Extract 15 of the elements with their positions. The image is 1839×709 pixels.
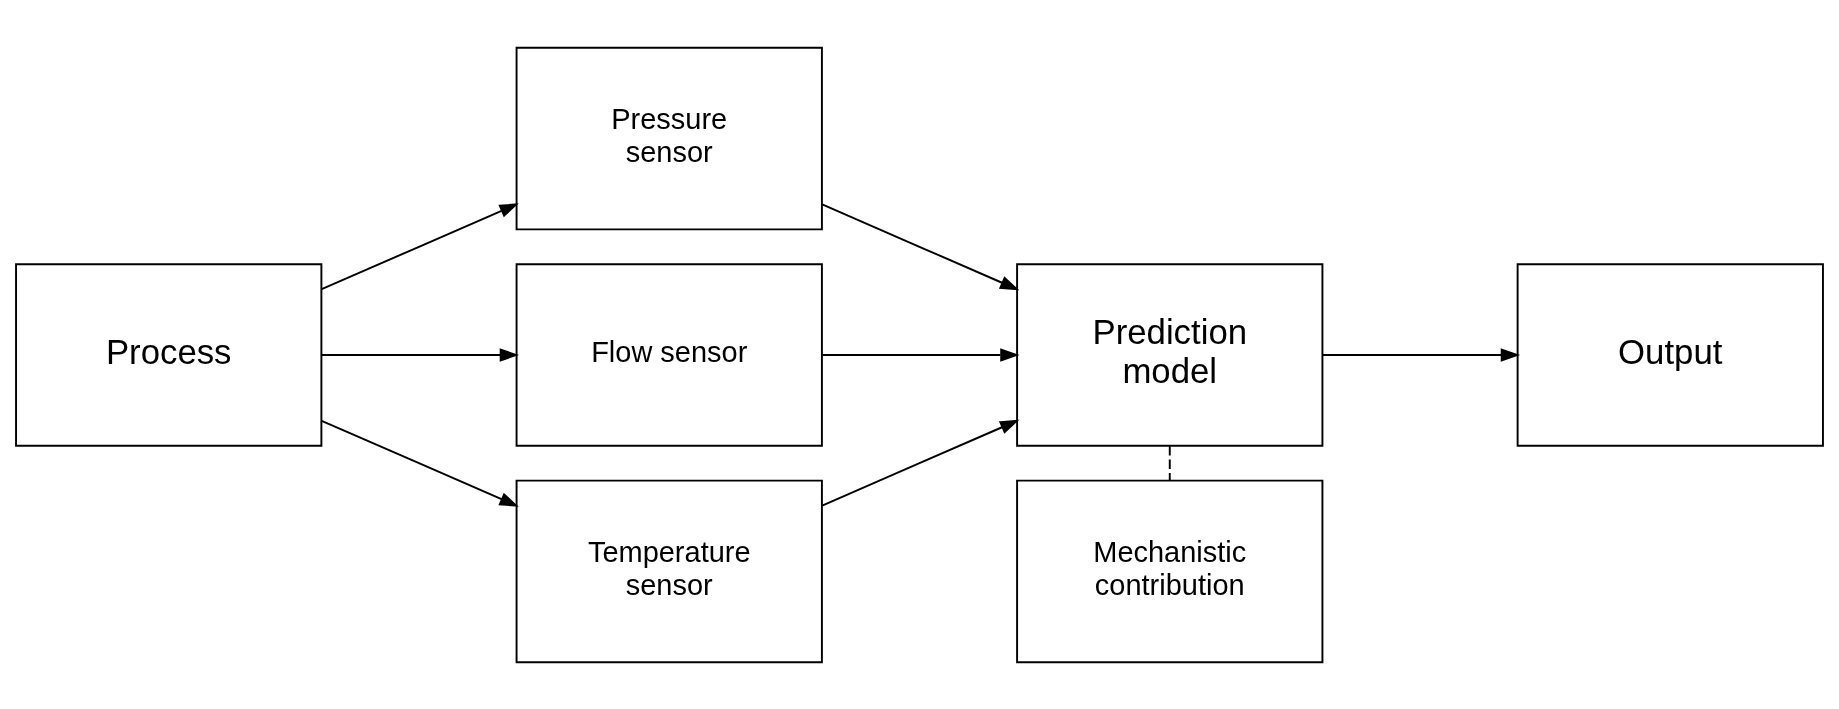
arrow: [320, 347, 520, 362]
node-box: Temperature sensor: [515, 479, 823, 663]
node-box: Flow sensor: [515, 262, 823, 447]
arrow: [821, 347, 1020, 362]
arrow: [1321, 347, 1521, 362]
node-box: Pressure sensor: [515, 46, 823, 230]
connector: [1168, 444, 1171, 481]
node-box: Output: [1516, 262, 1824, 447]
arrow: [821, 419, 1020, 507]
node-box: Mechanistic contribution: [1016, 479, 1324, 663]
node-box: Process: [15, 262, 323, 447]
arrow: [320, 419, 519, 507]
arrow: [320, 202, 519, 290]
arrow: [821, 202, 1020, 290]
node-box: Prediction model: [1016, 262, 1324, 447]
